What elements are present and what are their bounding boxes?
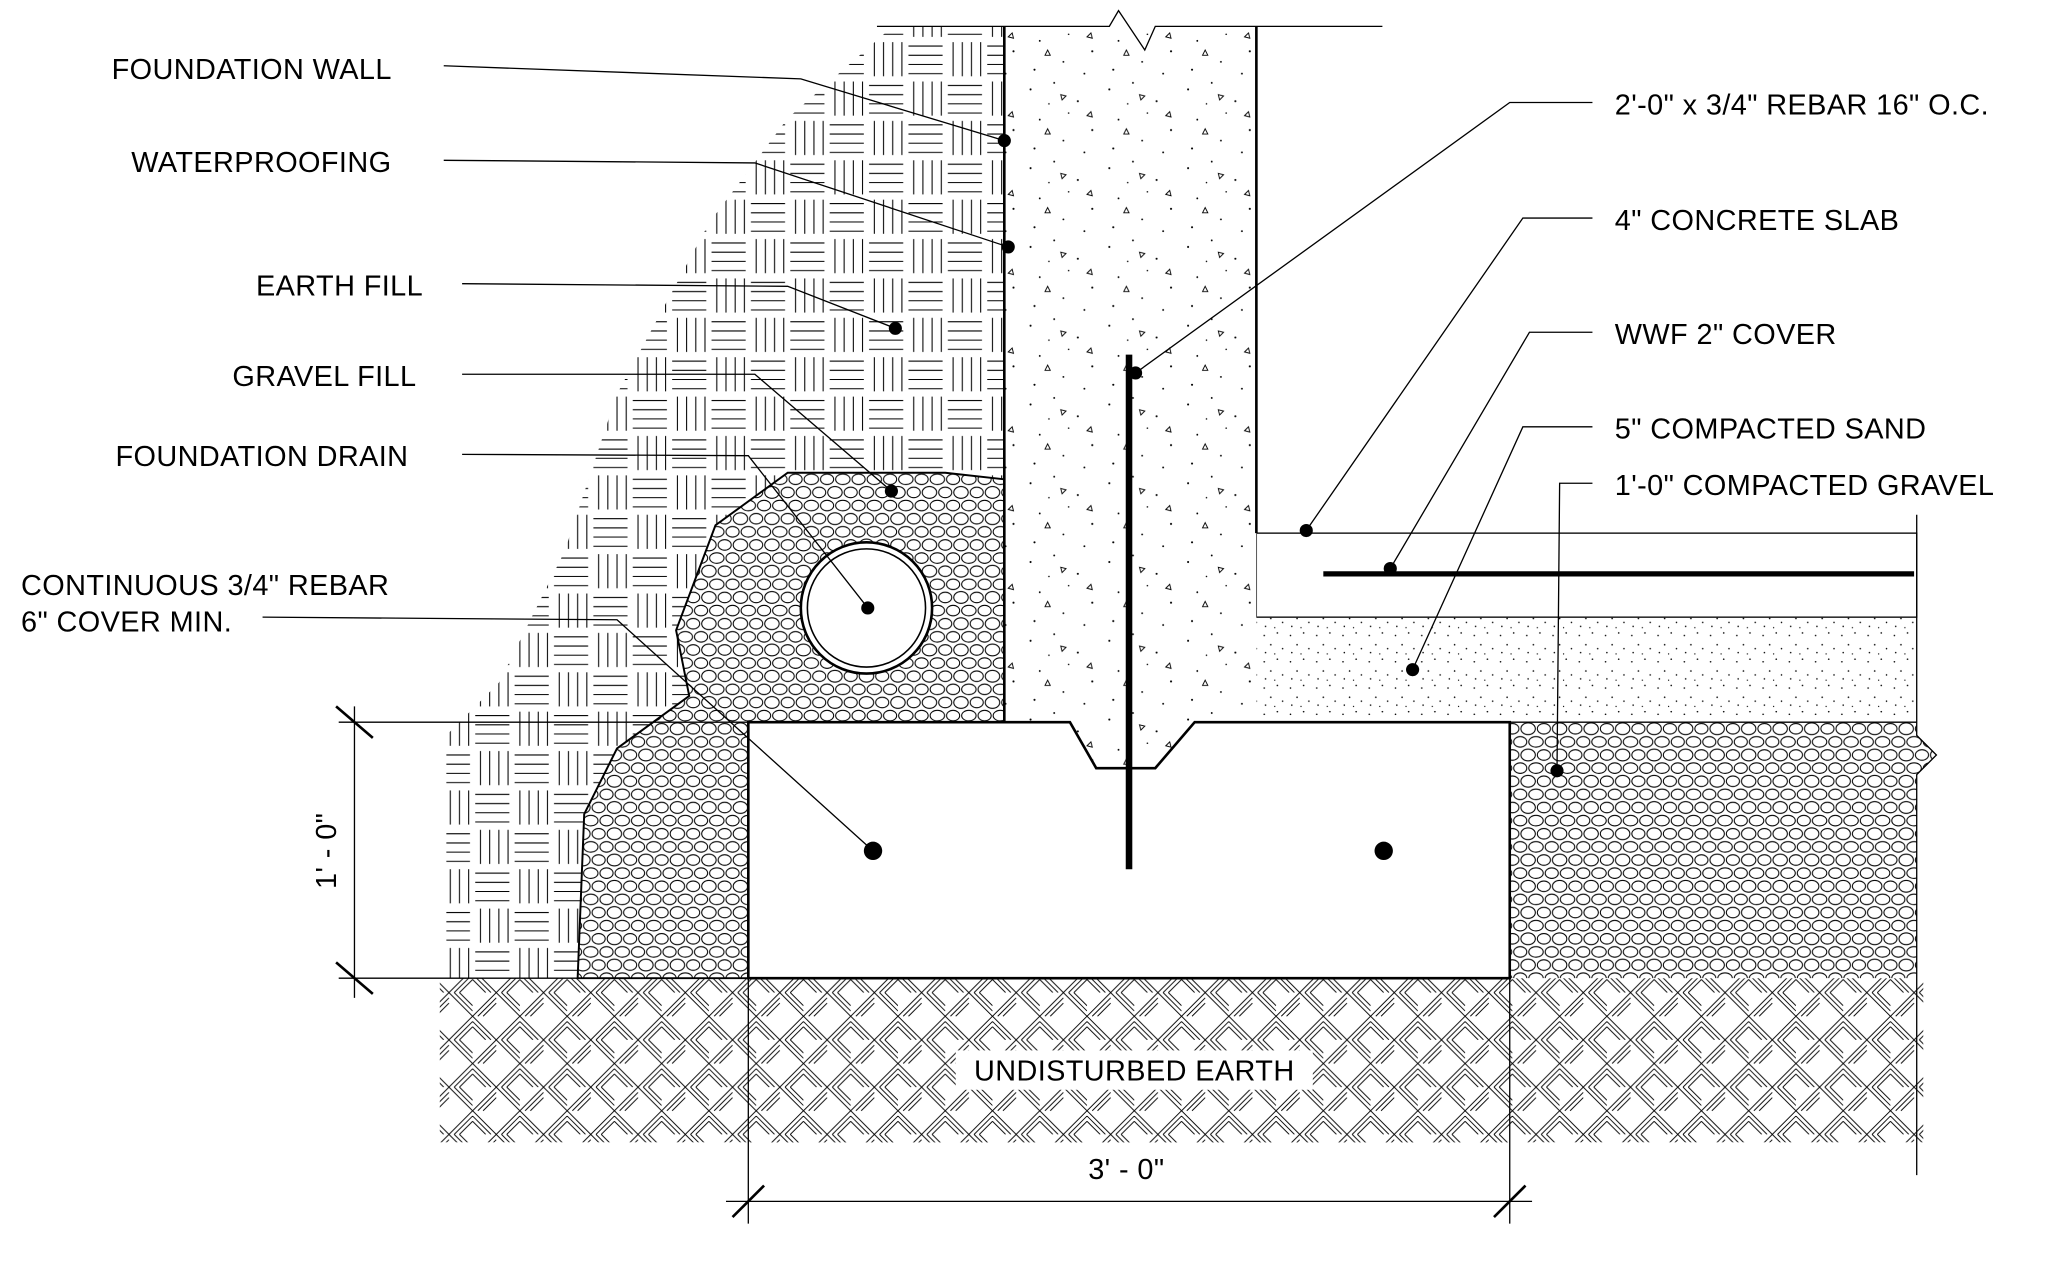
label-earth-fill: EARTH FILL	[256, 271, 423, 303]
label-wwf: WWF 2" COVER	[1615, 319, 1837, 351]
label-undisturbed-earth: UNDISTURBED EARTH	[974, 1056, 1295, 1088]
label-rebar-16oc: 2'-0" x 3/4" REBAR 16" O.C.	[1615, 89, 1989, 121]
label-foundation-drain: FOUNDATION DRAIN	[116, 441, 409, 473]
dimension-footing-width	[725, 978, 1533, 1224]
dimension-width-text: 3' - 0"	[1088, 1154, 1164, 1186]
label-waterproofing: WATERPROOFING	[131, 147, 391, 179]
label-continuous-rebar: CONTINUOUS 3/4" REBAR	[21, 570, 389, 602]
dimension-height-text: 1' - 0"	[311, 813, 343, 889]
label-compacted-gravel: 1'-0" COMPACTED GRAVEL	[1615, 470, 1995, 502]
label-foundation-wall: FOUNDATION WALL	[112, 54, 392, 86]
label-compacted-sand: 5" COMPACTED SAND	[1615, 414, 1927, 446]
label-rebar-cover: 6" COVER MIN.	[21, 607, 232, 639]
label-concrete-slab: 4" CONCRETE SLAB	[1615, 205, 1900, 237]
compacted-sand	[1256, 617, 1917, 723]
compacted-gravel	[1509, 722, 1937, 979]
leader-lines	[262, 65, 1593, 852]
label-gravel-fill: GRAVEL FILL	[232, 361, 416, 393]
dimension-footing-height	[335, 705, 749, 998]
footing	[746, 720, 1512, 980]
earth-fill	[446, 26, 1005, 979]
leader-dots	[861, 134, 1564, 861]
